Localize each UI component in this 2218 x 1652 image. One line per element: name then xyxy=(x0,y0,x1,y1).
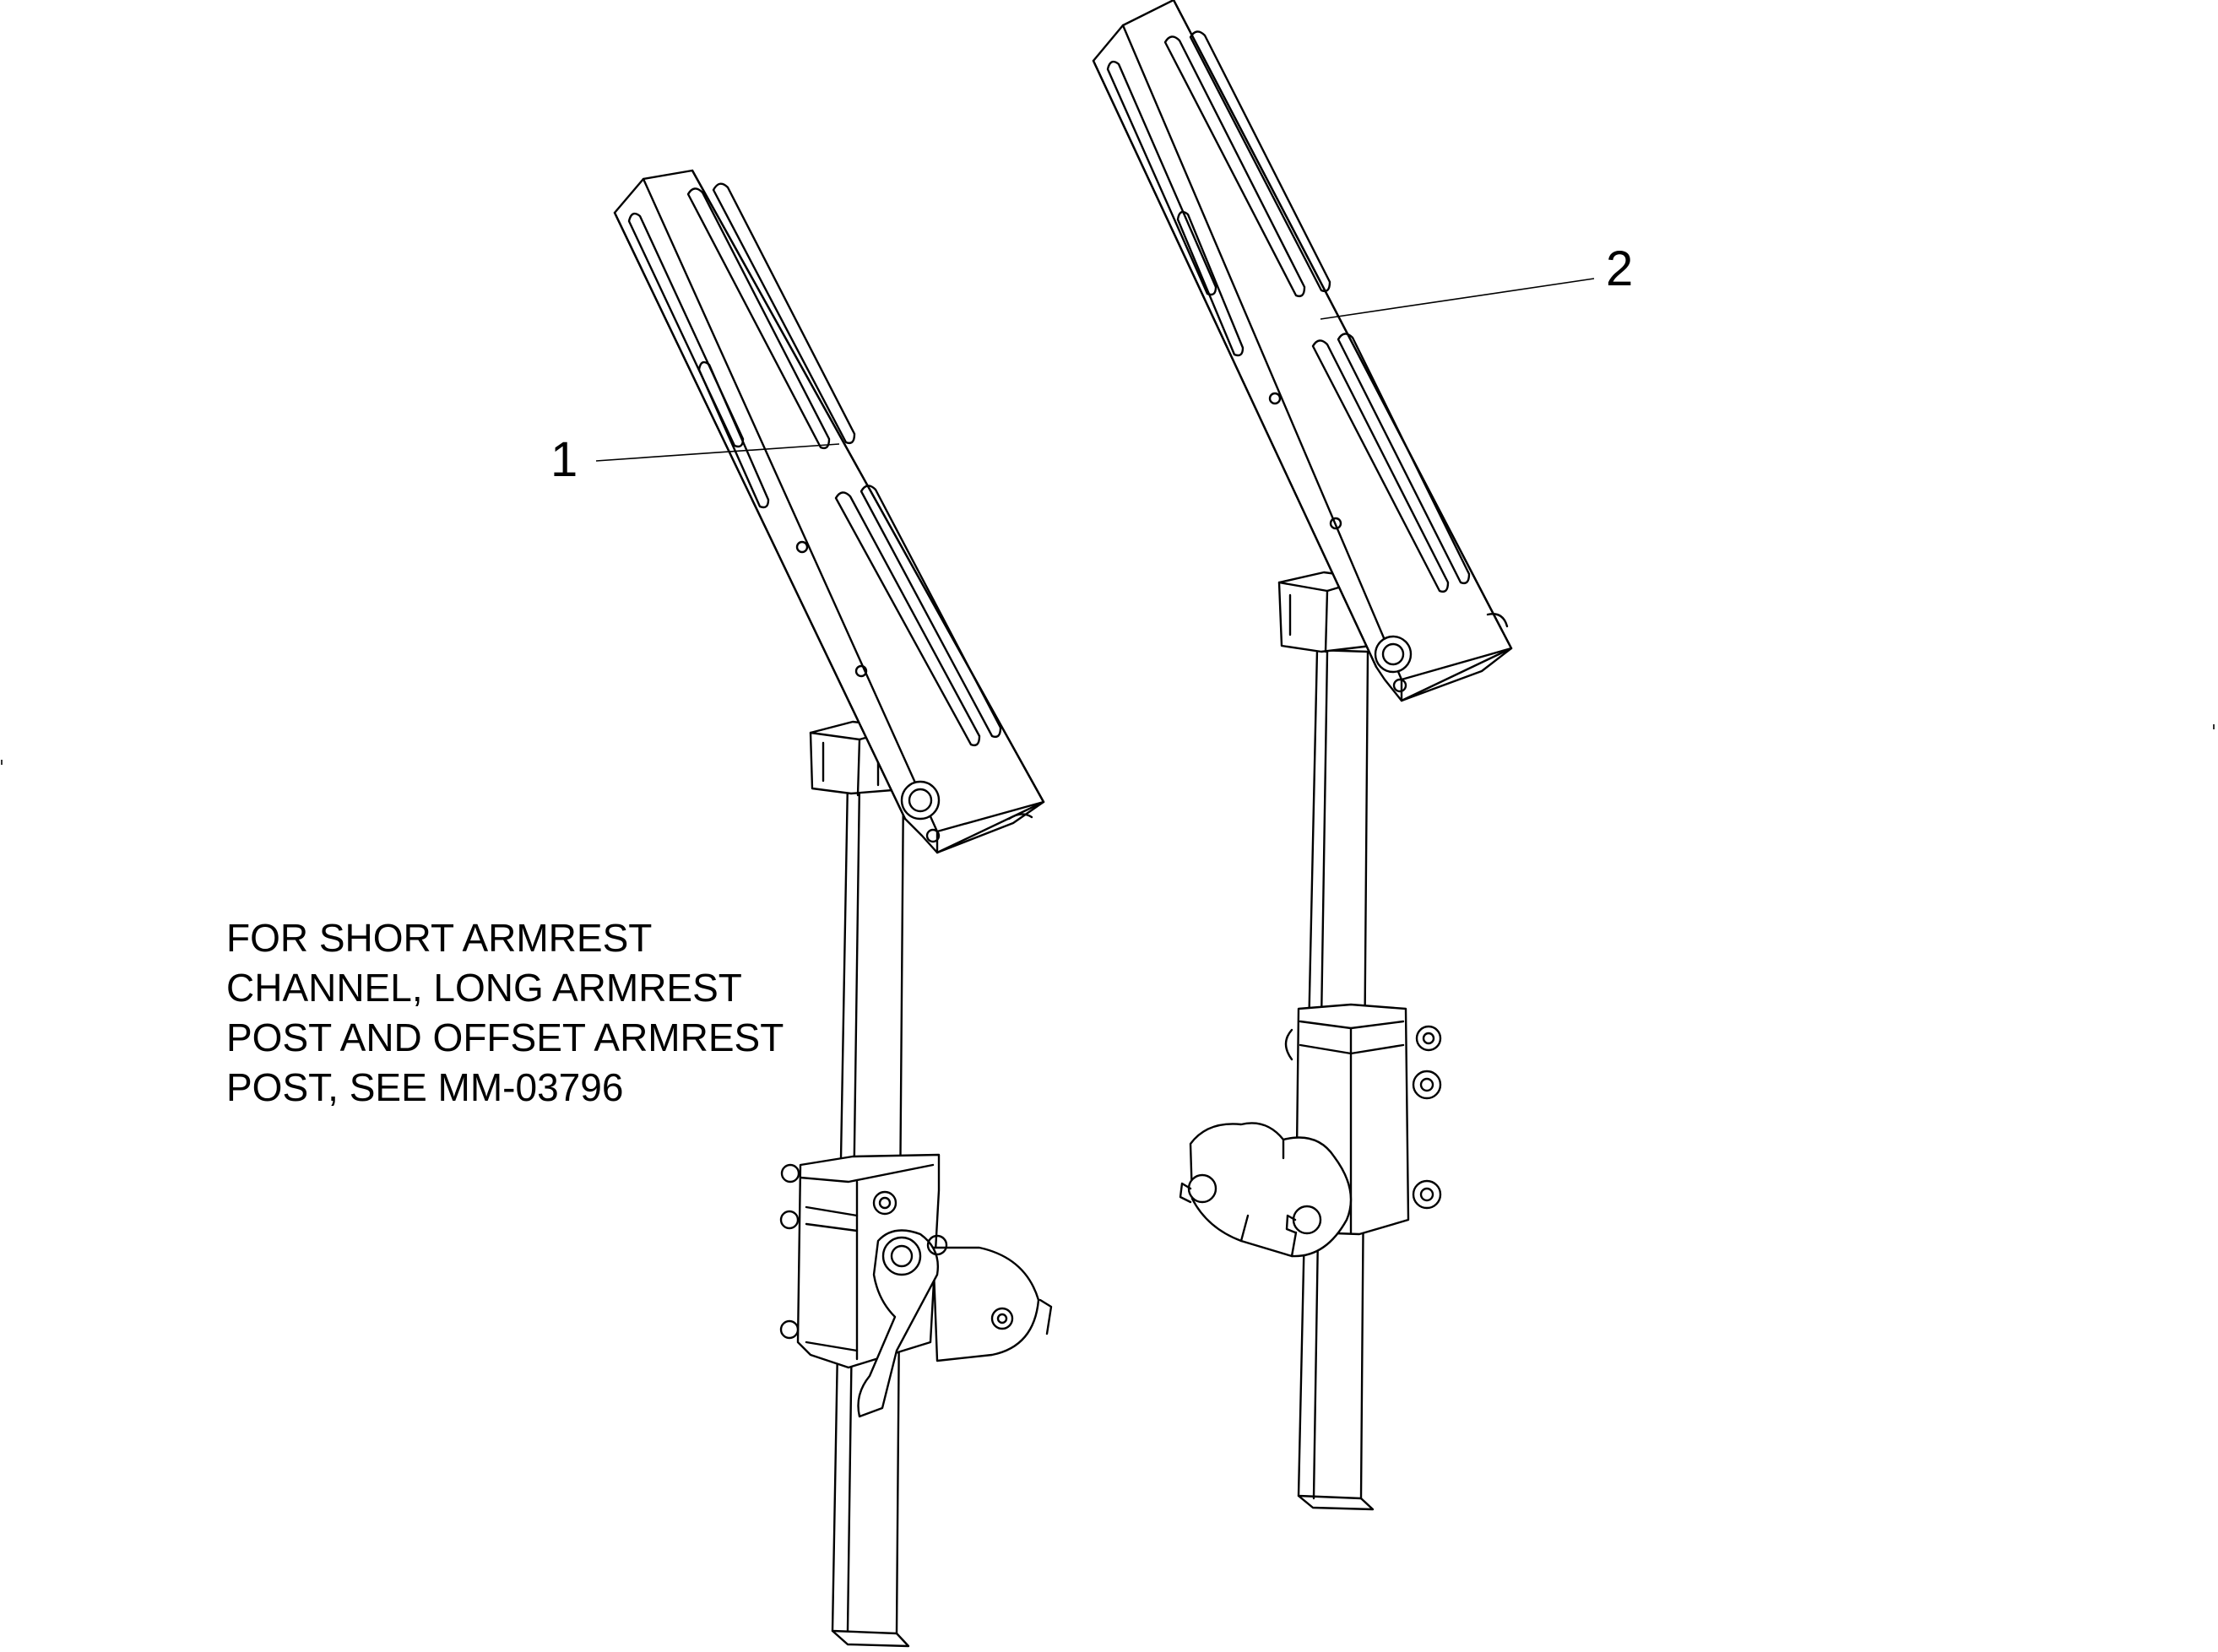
armrest-assembly-2 xyxy=(1092,0,1513,1511)
callout-label-2: 2 xyxy=(1606,241,1633,296)
armrest-channel-2 xyxy=(1092,0,1513,702)
note-line-2: CHANNEL, LONG ARMREST xyxy=(226,966,742,1010)
callout-1: 1 xyxy=(550,432,840,487)
reference-note: FOR SHORT ARMREST CHANNEL, LONG ARMREST … xyxy=(226,913,784,1113)
clamp-block-1 xyxy=(779,1153,1053,1418)
callout-2: 2 xyxy=(1320,241,1633,320)
note-line-1: FOR SHORT ARMREST xyxy=(226,916,653,960)
note-line-4: POST, SEE MM-03796 xyxy=(226,1065,624,1109)
leader-line-2 xyxy=(1320,278,1595,320)
armrest-channel-1 xyxy=(613,169,1045,854)
leader-line-1 xyxy=(595,443,840,462)
armrest-assembly-1 xyxy=(613,169,1053,1648)
callout-label-1: 1 xyxy=(550,432,578,487)
note-line-3: POST AND OFFSET ARMREST xyxy=(226,1016,784,1059)
clamp-block-2 xyxy=(1179,1003,1442,1258)
